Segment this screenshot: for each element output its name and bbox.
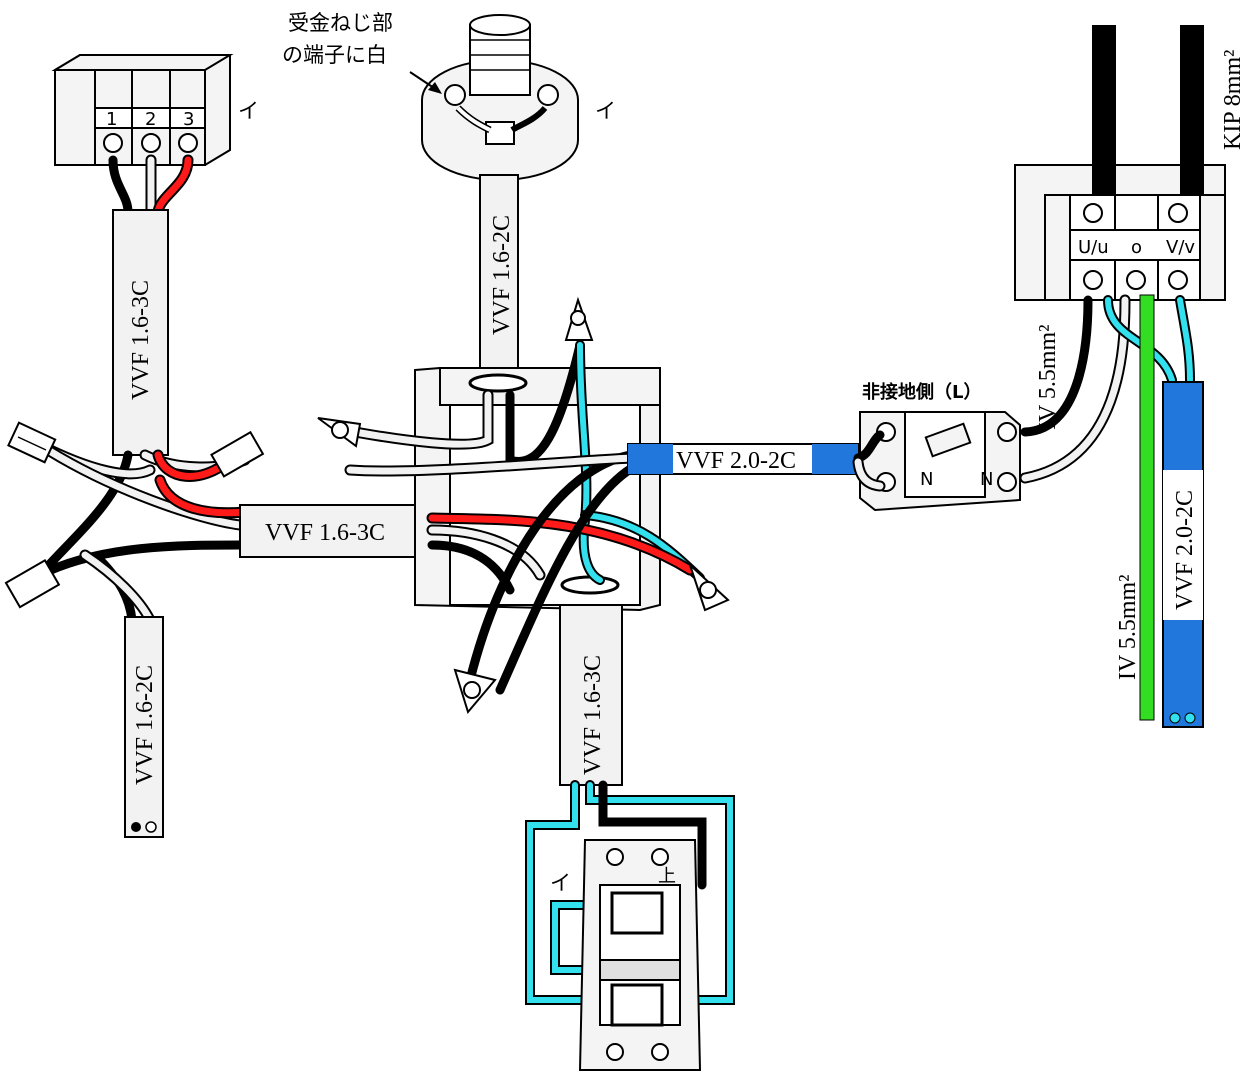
breaker-n-left: N <box>920 469 933 490</box>
black-wire <box>108 155 133 217</box>
transformer-v: V/v <box>1166 237 1195 258</box>
screw-icon <box>444 84 466 106</box>
connector-icon <box>564 296 594 341</box>
breaker-side-label: 非接地側（L） <box>862 381 981 403</box>
cable-label-iv-green: IV 5.5mm² <box>1115 575 1141 680</box>
screw-icon <box>1168 203 1188 223</box>
screw-icon <box>1126 270 1146 290</box>
cable-label-switch: VVF 1.6-3C <box>580 655 606 775</box>
screw-icon <box>1083 270 1103 290</box>
black-wire <box>35 540 245 580</box>
terminal-1-label: 1 <box>106 109 117 130</box>
cable-label-breaker: VVF 2.0-2C <box>676 448 796 474</box>
connector-icon <box>4 559 61 609</box>
transformer-o: o <box>1131 237 1142 258</box>
lamp-receptacle: イ <box>421 14 616 181</box>
transformer-terminal: U/u o V/v <box>1014 164 1226 301</box>
cable-vvf-2c-left-bottom <box>124 616 164 838</box>
switch-top-mark: 上 <box>658 866 676 887</box>
black-wire <box>598 780 707 890</box>
green-wire <box>1139 294 1155 721</box>
breaker-n-right: N <box>980 469 993 490</box>
connector-icon <box>689 564 730 612</box>
screw-icon <box>1083 203 1103 223</box>
double-switch: 上 <box>578 839 702 1071</box>
terminal-3-label: 3 <box>183 109 194 130</box>
cable-label-iv-top: IV 5.5mm² <box>1035 325 1061 430</box>
mark-i-lamp: イ <box>595 99 616 123</box>
cable-label-outlet: VVF 1.6-3C <box>128 280 154 400</box>
cable-label-kip: KIP 8mm² <box>1220 50 1246 150</box>
cable-label-lamp: VVF 1.6-2C <box>489 215 515 335</box>
black-wire <box>495 463 637 695</box>
terminal-block-3p: 1 2 3 イ <box>51 54 259 166</box>
screw-icon <box>103 133 123 153</box>
screw-icon <box>178 133 198 153</box>
screw-icon <box>537 84 559 106</box>
junction-box <box>414 367 661 612</box>
lamp-note-line1: 受金ねじ部 <box>288 11 393 35</box>
black-wire <box>853 430 885 463</box>
transformer-u: U/u <box>1078 237 1109 258</box>
connector-icon <box>453 668 497 715</box>
breaker: N N <box>859 411 1021 512</box>
screw-icon <box>141 133 161 153</box>
screw-icon <box>997 422 1017 442</box>
terminal-2-label: 2 <box>145 109 156 130</box>
black-wire <box>1020 295 1093 437</box>
cable-vvf-3c-switch <box>559 604 623 786</box>
connector-icon <box>317 417 362 448</box>
connector-icon <box>210 430 265 478</box>
screw-icon <box>1168 270 1188 290</box>
connector-icon <box>7 421 57 464</box>
cable-label-left-bottom: VVF 1.6-2C <box>132 665 158 785</box>
mark-i-outlet: イ <box>238 99 259 123</box>
mark-i-switch: イ <box>550 871 571 895</box>
cable-label-right-blue: VVF 2.0-2C <box>1172 490 1198 610</box>
screw-icon <box>997 472 1017 492</box>
cable-vvf-3c-outlet <box>112 209 169 456</box>
lamp-note-line2: の端子に白 <box>282 43 387 67</box>
cable-label-branch: VVF 1.6-3C <box>265 520 385 546</box>
